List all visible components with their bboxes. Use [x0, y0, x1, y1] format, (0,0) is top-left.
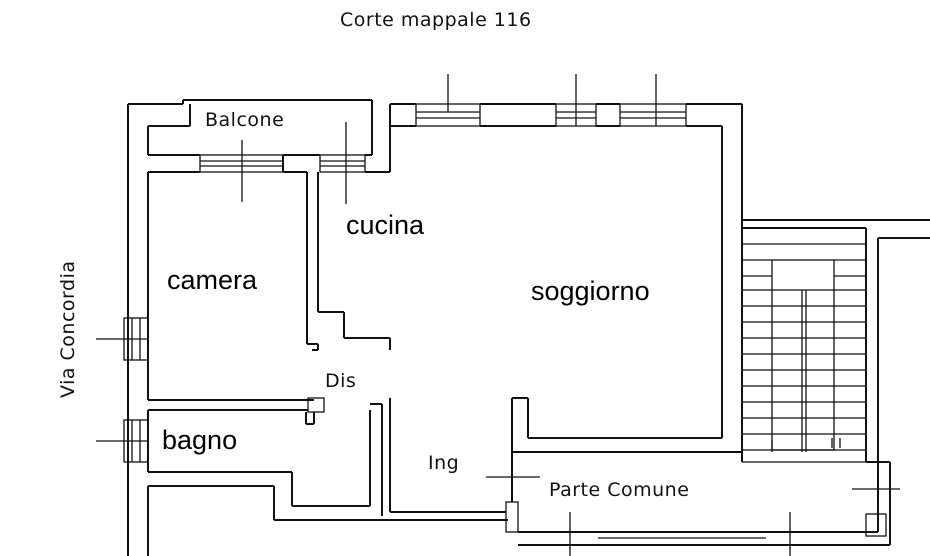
room-label-ing: Ing: [428, 452, 459, 474]
room-label-parte-comune: Parte Comune: [549, 479, 689, 501]
room-label-soggiorno: soggiorno: [531, 276, 650, 306]
room-label-camera: camera: [167, 265, 258, 295]
room-label-bagno: bagno: [162, 425, 237, 455]
street-label: Via Concordia: [57, 260, 79, 398]
room-label-balcone: Balcone: [205, 109, 284, 131]
courtyard-label: Corte mappale 116: [340, 9, 532, 31]
top-windows: [199, 74, 687, 204]
room-label-dis: Dis: [325, 370, 356, 392]
staircase: [742, 219, 930, 463]
interior-walls: [147, 126, 891, 556]
entry-markers: [486, 470, 900, 556]
left-windows: [96, 317, 149, 463]
room-label-cucina: cucina: [346, 210, 425, 240]
